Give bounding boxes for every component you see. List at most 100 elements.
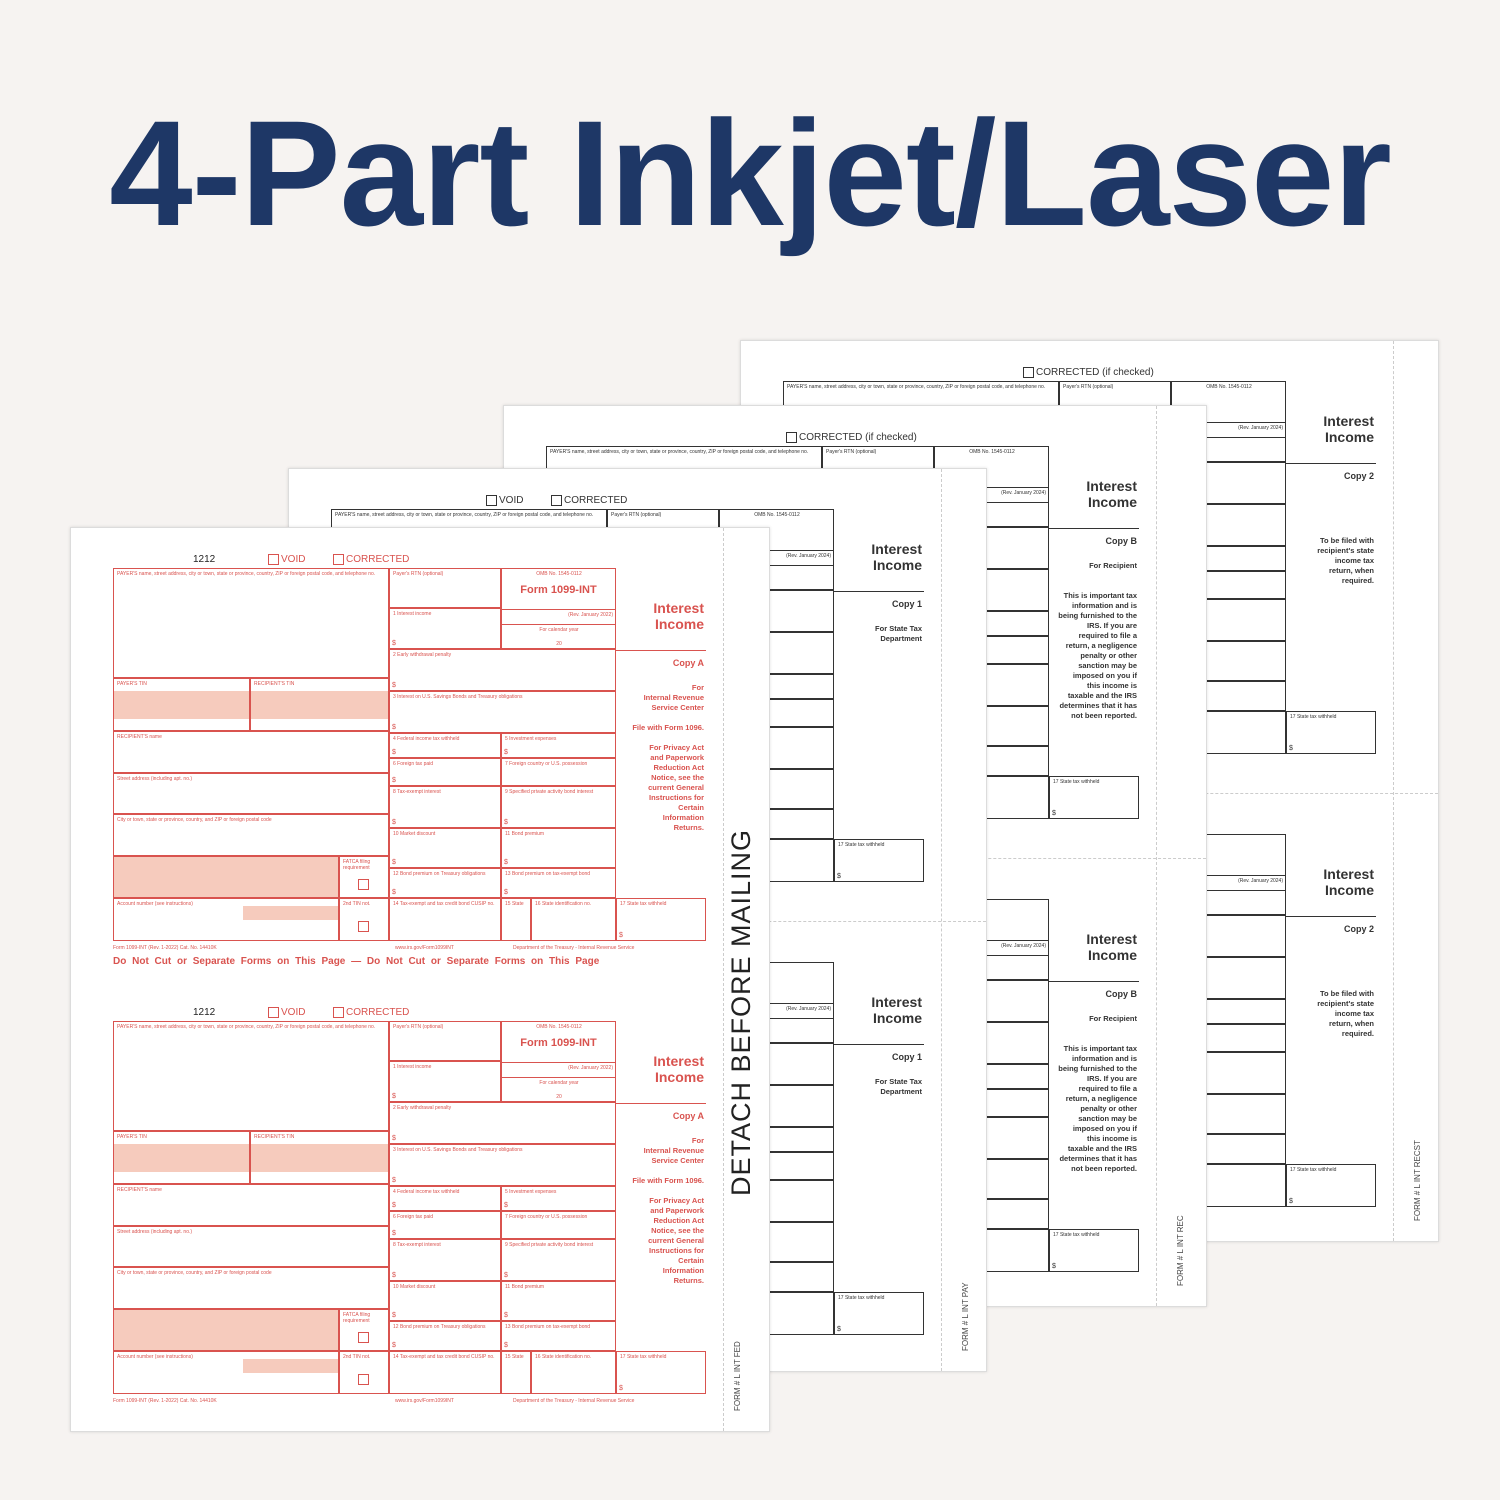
- omb-number: OMB No. 1545-0112: [536, 571, 582, 577]
- corrected-label: CORRECTED: [346, 554, 410, 566]
- checkbox-box: [551, 495, 562, 506]
- instruction-line: IRS. If you are: [1086, 1074, 1137, 1083]
- instruction-line: This is important tax: [1063, 591, 1137, 600]
- box-label: PAYER'S TIN: [117, 1134, 147, 1140]
- cal-divider: [1172, 890, 1285, 891]
- instruction-line: required to file a: [1078, 631, 1137, 640]
- instruction-line: and Paperwork: [650, 1206, 704, 1215]
- box-label: 10 Market discount: [393, 831, 436, 837]
- checkbox[interactable]: [358, 921, 369, 932]
- form-box-b9: 9 Specified private activity bond intere…: [501, 786, 616, 828]
- box-label: 8 Tax-exempt interest: [393, 789, 441, 795]
- instruction-line: Internal Revenue: [643, 1146, 704, 1155]
- instruction-line: For State Tax: [875, 624, 922, 633]
- form-box-b2: 2 Early withdrawal penalty$: [389, 649, 616, 691]
- box-label: 11 Bond premium: [505, 831, 545, 837]
- form-box-account: Account number (see instructions): [113, 1351, 339, 1394]
- instruction-line: For Privacy Act: [649, 743, 704, 752]
- form-heading-interest-income: Interest Income: [1086, 931, 1137, 963]
- instruction-line: Service Center: [651, 1156, 704, 1165]
- instruction-line: For Privacy Act: [649, 1196, 704, 1205]
- checkbox[interactable]: [358, 1332, 369, 1343]
- form-code-number: 1212: [193, 554, 216, 565]
- box-label: City or town, state or province, country…: [117, 817, 272, 823]
- box-label: 15 State: [505, 1354, 524, 1360]
- checkbox[interactable]: [358, 879, 369, 890]
- form-box-b17: 17 State tax withheld$: [616, 1351, 706, 1394]
- instruction-line: [618, 1186, 704, 1196]
- instruction-line: Information: [662, 1266, 704, 1275]
- void-checkbox[interactable]: VOID: [268, 1007, 305, 1018]
- form-box-b8: 8 Tax-exempt interest$: [389, 1239, 501, 1281]
- instruction-line: Returns.: [673, 823, 704, 832]
- corrected-checkbox[interactable]: CORRECTED (if checked): [1023, 367, 1154, 378]
- dollar-sign: $: [504, 819, 508, 826]
- box-label: 17 State tax withheld: [838, 842, 885, 848]
- dollar-sign: $: [392, 1342, 396, 1349]
- box-label: PAYER'S TIN: [117, 681, 147, 687]
- corrected-checkbox[interactable]: CORRECTED: [333, 554, 409, 565]
- instruction-line: IRS. If you are: [1086, 621, 1137, 630]
- tin-shading: [113, 1144, 389, 1172]
- instruction-line: For Recipient: [1089, 1014, 1137, 1023]
- instruction-line: sanction may be: [1078, 1114, 1137, 1123]
- copy-label: Copy B: [1105, 989, 1138, 999]
- dollar-sign: $: [392, 724, 396, 731]
- box-label: Payer's RTN (optional): [1063, 384, 1114, 390]
- omb-number: OMB No. 1545-0112: [536, 1024, 582, 1030]
- instruction-line: income tax: [1334, 556, 1374, 565]
- dollar-sign: $: [392, 1135, 396, 1142]
- checkbox[interactable]: [358, 1374, 369, 1385]
- instruction-line: Reduction Act: [653, 1216, 704, 1225]
- dollar-sign: $: [392, 1093, 396, 1100]
- dollar-sign: $: [504, 859, 508, 866]
- instruction-line: [1288, 506, 1374, 516]
- box-label: 2nd TIN not.: [343, 1354, 371, 1360]
- form-box-b14: 14 Tax-exempt and tax credit bond CUSIP …: [389, 898, 501, 941]
- box-label: PAYER'S name, street address, city or to…: [117, 1024, 376, 1030]
- box-label: 12 Bond premium on Treasury obligations: [393, 871, 486, 877]
- corrected-checkbox[interactable]: CORRECTED (if checked): [786, 432, 917, 443]
- shaded-area: [113, 1309, 339, 1351]
- checkbox-box: [1023, 367, 1034, 378]
- corrected-checkbox[interactable]: CORRECTED: [551, 495, 627, 506]
- instruction-line: Notice, see the: [651, 1226, 704, 1235]
- divider: [616, 650, 706, 651]
- tin-shading: [113, 691, 389, 719]
- corrected-checkbox[interactable]: CORRECTED: [333, 1007, 409, 1018]
- form-box-b12: 12 Bond premium on Treasury obligations $: [389, 868, 501, 898]
- irs-url: www.irs.gov/Form1099INT: [395, 945, 454, 951]
- box-label: 3 Interest on U.S. Savings Bonds and Tre…: [393, 1147, 523, 1153]
- void-checkbox[interactable]: VOID: [486, 495, 523, 506]
- form-box-recipient_name: RECIPIENT'S name: [113, 1184, 389, 1226]
- copy-label: Copy 1: [891, 1052, 922, 1062]
- instruction-line: [1051, 1024, 1137, 1034]
- treasury-label: Department of the Treasury - Internal Re…: [513, 1398, 635, 1404]
- form-footer: Form 1099-INT (Rev. 1-2022) Cat. No. 144…: [113, 1398, 217, 1404]
- instruction-line: [1288, 949, 1374, 959]
- dollar-sign: $: [392, 889, 396, 896]
- form-heading-interest-income: Interest Income: [871, 541, 922, 573]
- divider: [1049, 528, 1139, 529]
- form-box-b14: 14 Tax-exempt and tax credit bond CUSIP …: [389, 1351, 501, 1394]
- form-heading-interest-income: Interest Income: [1323, 866, 1374, 898]
- dollar-sign: $: [1289, 1198, 1293, 1205]
- form-box-b16: 16 State identification no.: [531, 898, 616, 941]
- revision-date: (Rev. January 2022): [568, 612, 613, 618]
- form-box-city: City or town, state or province, country…: [113, 814, 389, 856]
- form-box-b17: 17 State tax withheld$: [1049, 776, 1139, 819]
- form-box-recipient_tin: RECIPIENT'S TIN: [250, 678, 389, 731]
- form-box-b7: 7 Foreign country or U.S. possession: [501, 1211, 616, 1239]
- void-checkbox[interactable]: VOID: [268, 554, 305, 565]
- form-heading-interest-income: Interest Income: [653, 1053, 704, 1085]
- instruction-line: required.: [1341, 1029, 1374, 1038]
- box-label: 9 Specified private activity bond intere…: [505, 1242, 594, 1248]
- copy-label: Copy B: [1105, 536, 1138, 546]
- instruction-line: [1051, 571, 1137, 581]
- divider: [1286, 463, 1376, 464]
- box-label: 6 Foreign tax paid: [393, 1214, 434, 1220]
- instruction-line: information and is: [1071, 1054, 1137, 1063]
- instruction-line: penalty or other: [1080, 651, 1137, 660]
